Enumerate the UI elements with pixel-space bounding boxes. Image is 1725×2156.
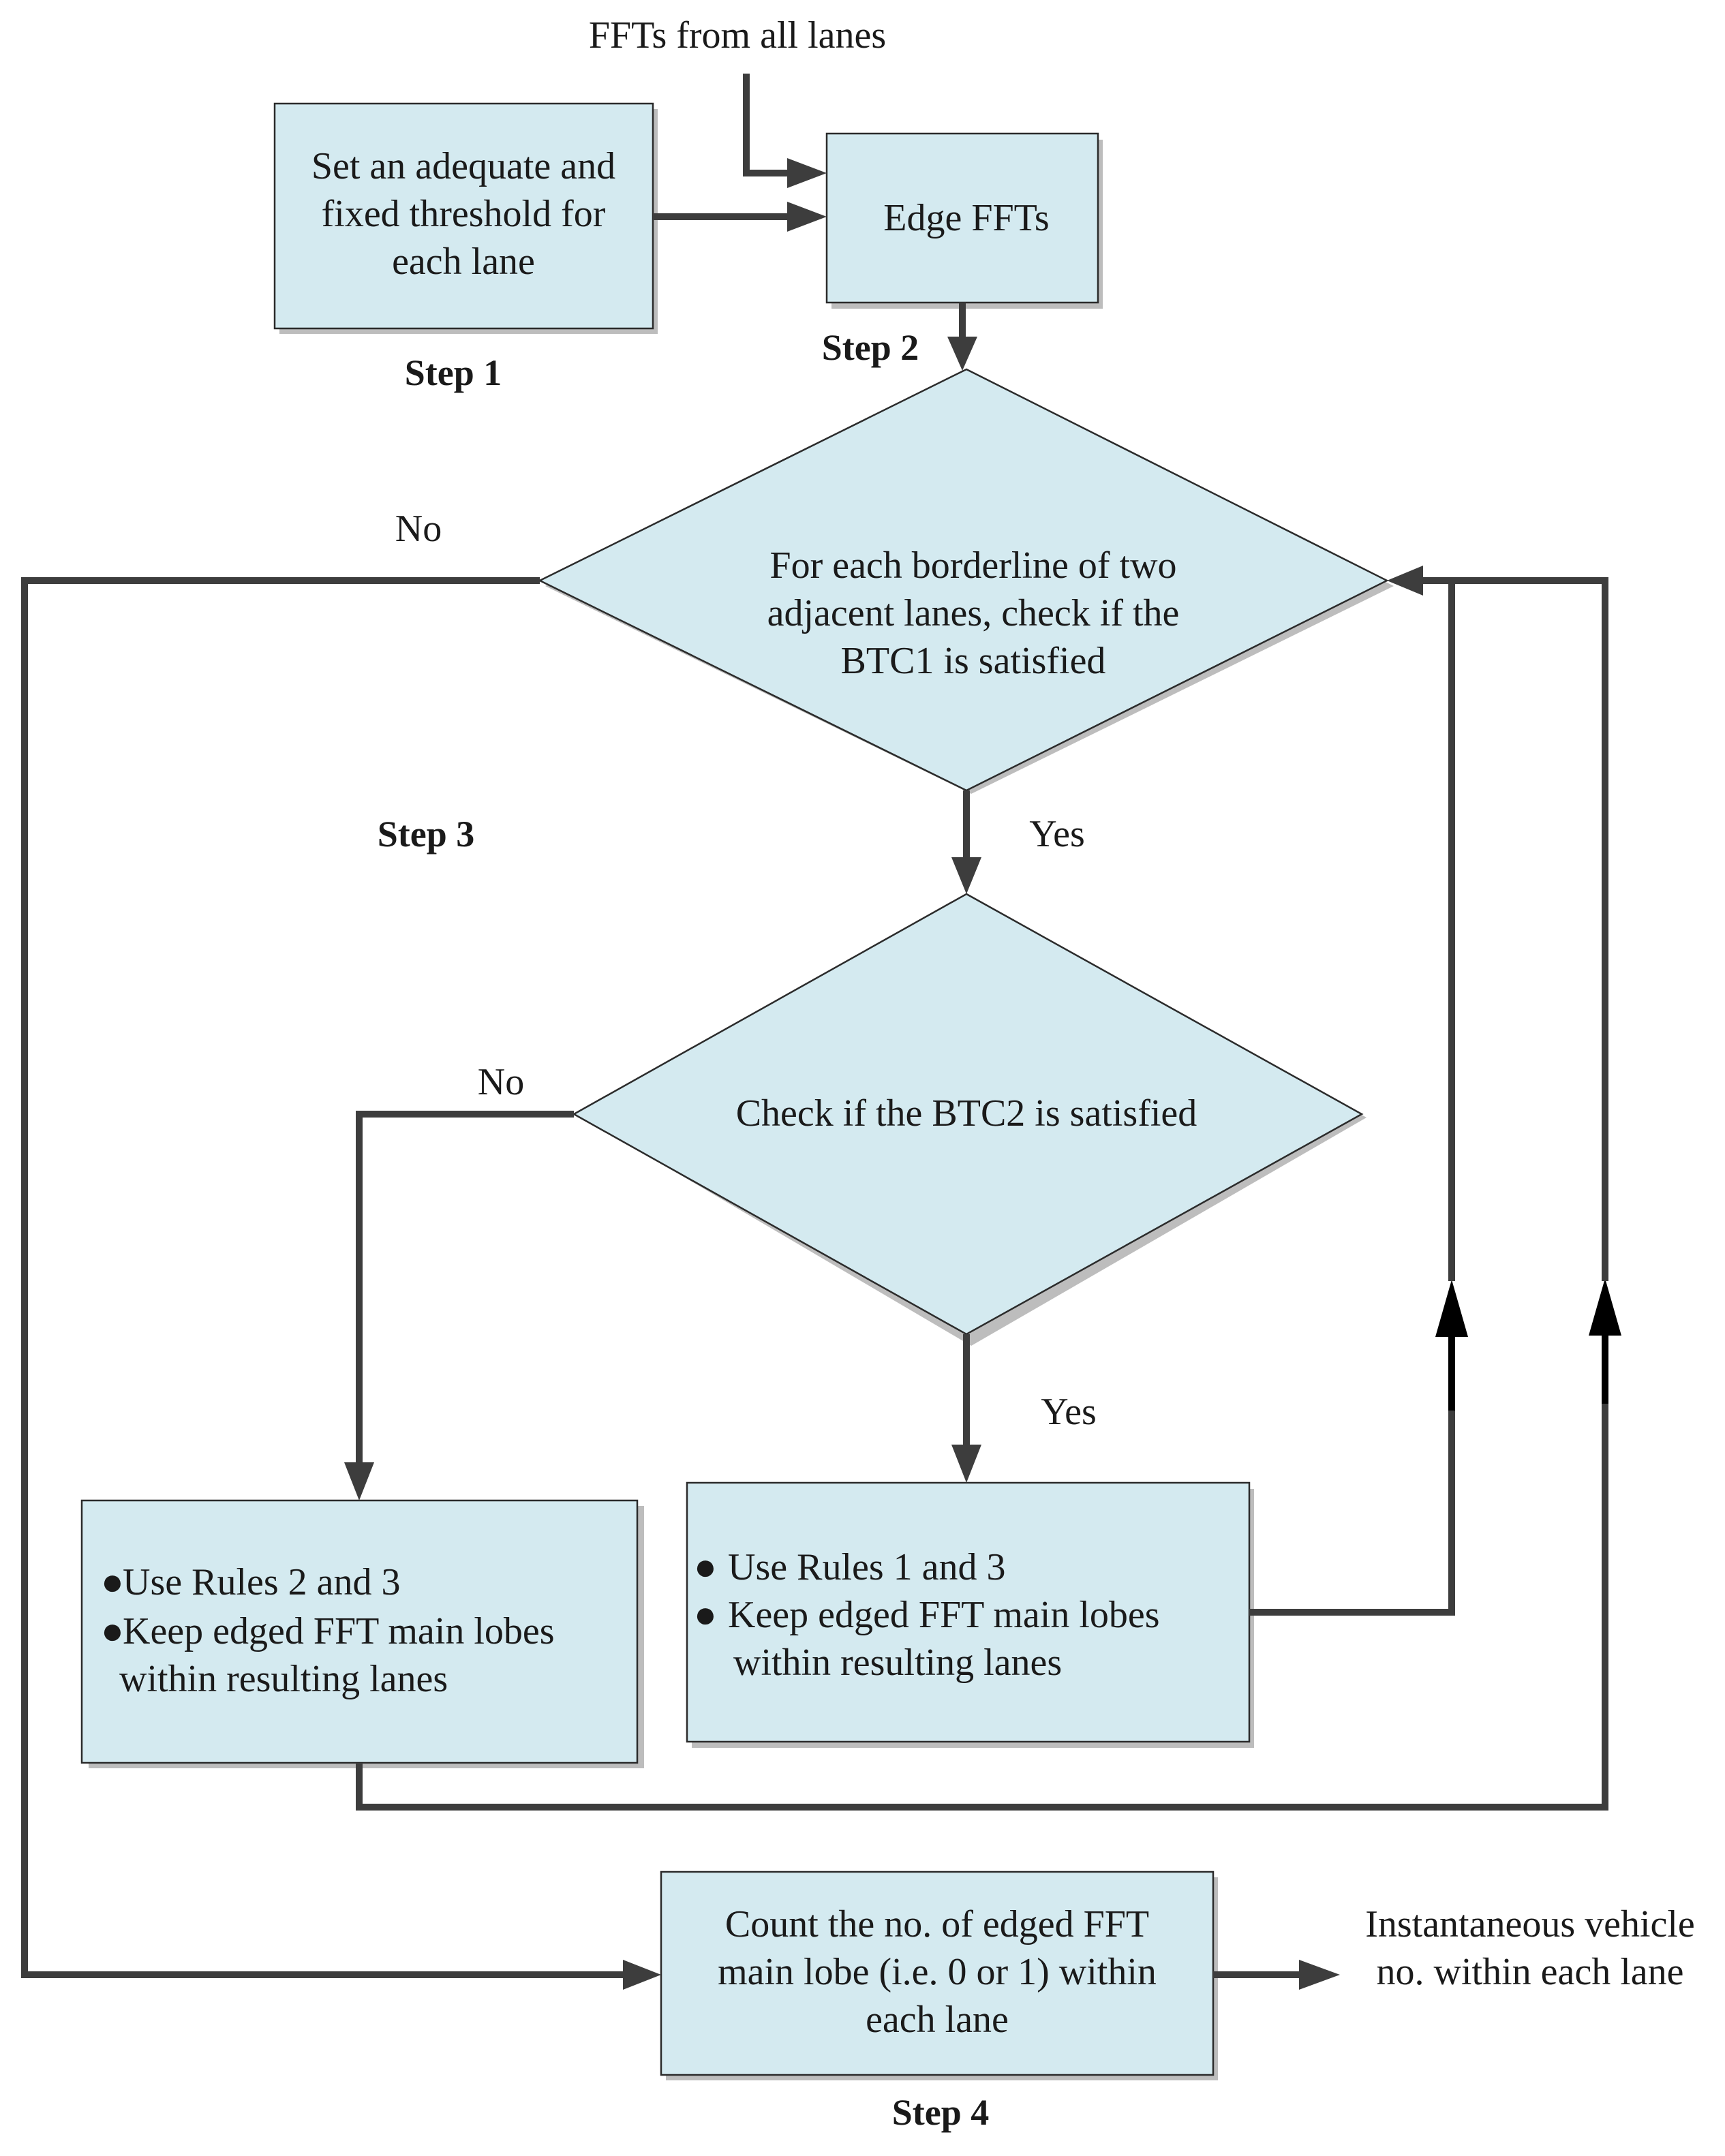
- btc1-text-line-3: BTC1 is satisfied: [841, 640, 1106, 682]
- rules23-loop-line-lower: [356, 1336, 1608, 1811]
- rules13-loop-line-lower: [1249, 1336, 1455, 1616]
- loop-into-btc1-arrowhead: [1387, 566, 1423, 596]
- btc2-no-label: No: [478, 1061, 524, 1103]
- output-text-line-1: Instantaneous vehicle: [1365, 1903, 1695, 1945]
- step3-label: Step 3: [378, 814, 475, 854]
- rules23-text-line-3: within resulting lanes: [119, 1658, 448, 1700]
- rules13-bullet-2: ●: [694, 1594, 717, 1636]
- rules13-bullet-1: ●: [694, 1546, 717, 1588]
- step2-label: Step 2: [822, 327, 919, 368]
- btc2-text: Check if the BTC2 is satisfied: [736, 1092, 1197, 1135]
- edge-ffts-box: [825, 132, 1099, 304]
- btc1-yes-arrowhead: [951, 857, 981, 894]
- btc1-text-line-2: adjacent lanes, check if the: [767, 592, 1180, 634]
- btc2-no-line: [356, 1111, 574, 1465]
- btc2-yes-arrowhead: [951, 1445, 981, 1483]
- btc1-no-arrowhead: [623, 1960, 661, 1990]
- btc1-yes-label: Yes: [1029, 813, 1084, 855]
- count-text-line-2: main lobe (i.e. 0 or 1) within: [718, 1951, 1157, 1993]
- rules23-bullet-1: ●: [101, 1561, 124, 1603]
- rules13-box: [686, 1481, 1251, 1743]
- rules23-bullet-2: ●: [101, 1610, 124, 1652]
- rules23-text-line-1: Use Rules 2 and 3: [123, 1561, 401, 1603]
- rules23-loop-line-upper: [1418, 577, 1608, 1281]
- threshold-text-line-2: fixed threshold for: [322, 193, 606, 235]
- count-box: [660, 1870, 1215, 2076]
- rules23-box: [80, 1499, 639, 1764]
- rules13-text-line-2: Keep edged FFT main lobes: [728, 1594, 1160, 1636]
- threshold-arrowhead: [787, 202, 827, 232]
- fft-source-label: FFTs from all lanes: [589, 14, 886, 57]
- rules23-loop-up-arrowhead: [1589, 1278, 1621, 1336]
- btc1-no-label: No: [395, 508, 442, 550]
- rules23-text-line-2: Keep edged FFT main lobes: [123, 1610, 555, 1652]
- rules13-loop-line-upper: [1418, 577, 1455, 1281]
- threshold-text-line-1: Set an adequate and: [311, 145, 615, 187]
- edge-to-btc1-arrowhead: [947, 337, 977, 371]
- output-text-line-2: no. within each lane: [1377, 1951, 1684, 1993]
- btc2-yes-label: Yes: [1041, 1391, 1096, 1433]
- threshold-text-line-3: each lane: [392, 241, 535, 283]
- btc1-text-line-1: For each borderline of two: [769, 544, 1176, 587]
- input-arrowhead: [787, 158, 827, 188]
- rules13-loop-up-arrowhead: [1435, 1280, 1468, 1337]
- rules13-text-line-1: Use Rules 1 and 3: [728, 1546, 1006, 1588]
- edge-ffts-text: Edge FFTs: [883, 197, 1049, 239]
- btc1-no-line: [21, 577, 624, 1978]
- count-output-arrowhead: [1299, 1960, 1340, 1990]
- count-text-line-3: each lane: [866, 1999, 1009, 2041]
- input-arrow-line: [743, 74, 791, 176]
- rules13-text-line-3: within resulting lanes: [733, 1642, 1062, 1684]
- step4-label: Step 4: [892, 2092, 990, 2133]
- threshold-box: [273, 102, 654, 330]
- step1-label: Step 1: [405, 352, 502, 393]
- count-text-line-1: Count the no. of edged FFT: [725, 1903, 1149, 1945]
- btc2-no-arrowhead: [344, 1462, 374, 1500]
